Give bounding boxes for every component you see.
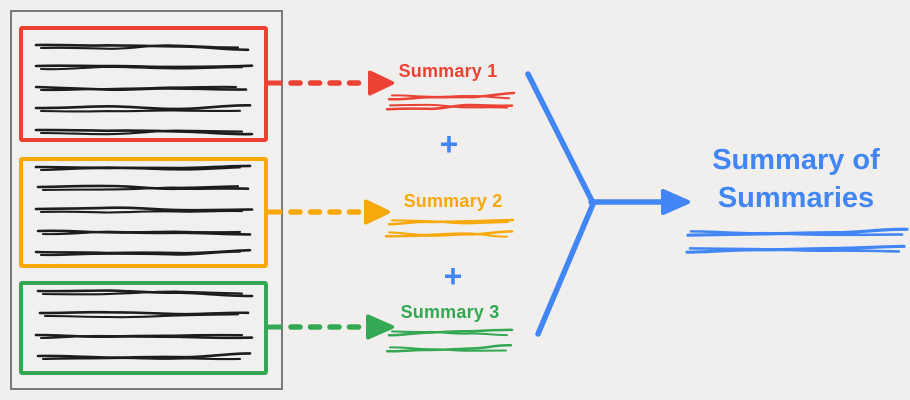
arrow-section3-to-summary3 [266, 314, 394, 340]
plus-sign-1: + [439, 126, 459, 162]
merge-arrow [525, 71, 690, 337]
summary-2-label: Summary 2 [403, 191, 503, 211]
summary-of-summaries-label: Summary of Summaries [678, 141, 910, 217]
arrow-section2-to-summary2 [266, 199, 390, 225]
source-document [10, 10, 283, 390]
result-line-1: Summary of [712, 144, 880, 176]
document-section-2 [19, 157, 268, 268]
plus-sign-2: + [443, 258, 463, 294]
document-section-1 [19, 26, 268, 142]
result-line-2: Summaries [717, 182, 875, 214]
result-scribbles [685, 227, 909, 254]
document-section-3 [19, 281, 268, 375]
summary-1-label: Summary 1 [398, 61, 498, 81]
summary-3-label: Summary 3 [400, 302, 500, 322]
arrow-section1-to-summary1 [266, 70, 394, 96]
